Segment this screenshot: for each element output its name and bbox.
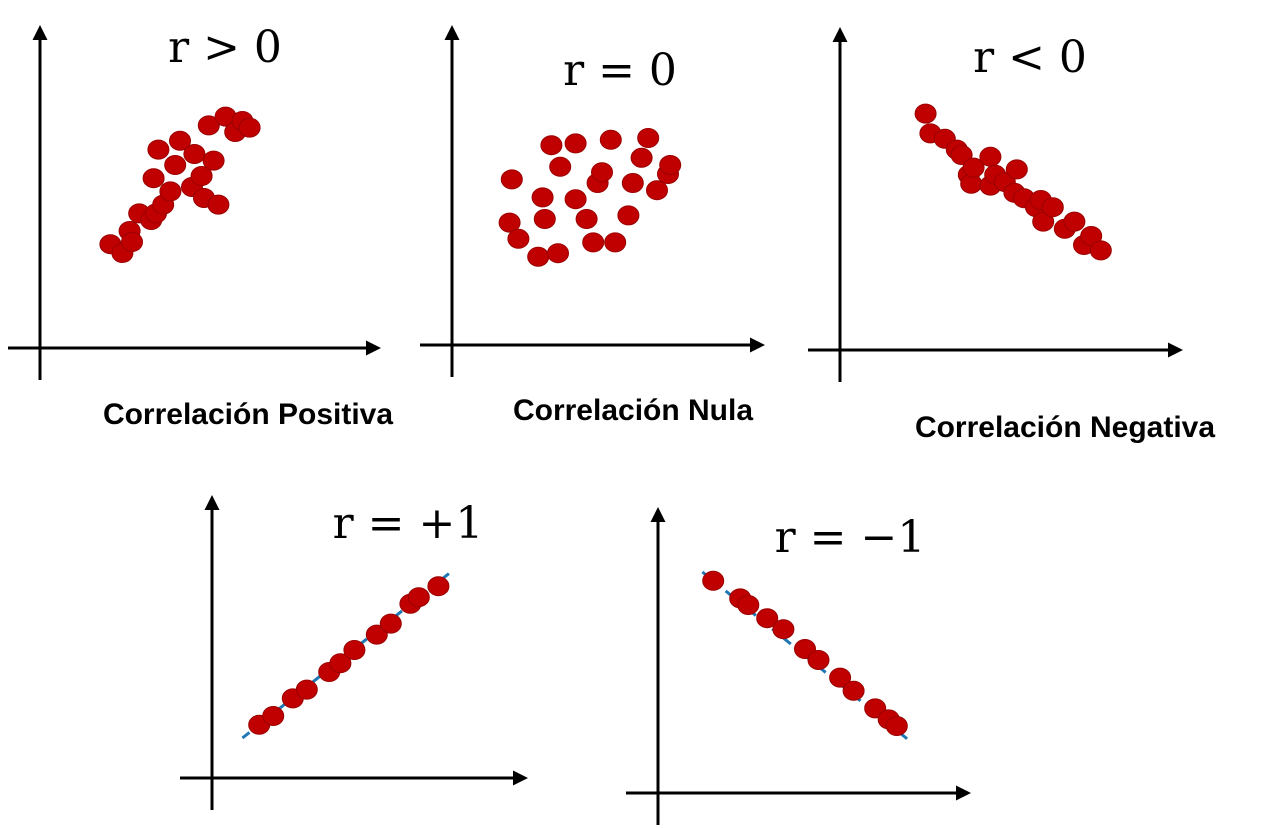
data-point — [159, 181, 182, 202]
data-point — [527, 246, 550, 267]
data-point — [702, 570, 725, 591]
data-point — [807, 650, 830, 670]
data-point — [531, 187, 554, 208]
data-point — [914, 103, 937, 124]
scatter-plot-3 — [180, 495, 528, 810]
data-point — [498, 212, 521, 233]
data-point — [737, 595, 760, 615]
panel-perfect-negative: r = −1 — [775, 512, 926, 563]
data-point — [646, 180, 668, 201]
scatter-plot-4 — [626, 507, 971, 825]
data-point — [169, 130, 191, 151]
data-point — [343, 640, 366, 660]
data-point — [407, 587, 430, 608]
caption-positive: Correlación Positiva — [103, 398, 393, 431]
data-point — [564, 189, 587, 210]
data-point — [365, 624, 388, 645]
data-point — [142, 168, 165, 189]
scatter-plot-1 — [420, 25, 765, 377]
data-point — [772, 619, 795, 640]
title-positive: r > 0 — [168, 22, 282, 73]
data-point — [238, 117, 261, 138]
data-point — [962, 157, 985, 178]
data-point — [621, 173, 644, 193]
data-point — [659, 155, 682, 175]
title-negative: r < 0 — [973, 32, 1087, 83]
data-point — [121, 232, 143, 252]
data-point — [540, 135, 563, 156]
data-point — [599, 129, 622, 150]
data-point — [262, 706, 285, 726]
data-point — [164, 155, 187, 175]
data-point — [147, 139, 170, 160]
data-point — [533, 209, 556, 229]
data-point — [202, 150, 225, 171]
data-point — [427, 576, 450, 597]
data-point — [1089, 240, 1112, 261]
data-point — [190, 166, 213, 186]
data-point — [829, 667, 852, 688]
scatter-plot-2 — [808, 27, 1183, 382]
scatter-plot-0 — [8, 25, 381, 380]
plot-layer — [8, 25, 1183, 825]
data-point — [197, 115, 220, 136]
data-point — [617, 205, 640, 226]
panel-positive: r > 0 Correlación Positiva — [103, 22, 393, 431]
title-perfect-positive: r = +1 — [333, 498, 484, 549]
data-point — [207, 194, 230, 215]
data-point — [979, 146, 1002, 167]
panel-negative: r < 0 Correlación Negativa — [915, 32, 1215, 444]
data-point — [582, 232, 605, 253]
data-point — [575, 209, 598, 229]
data-point — [842, 680, 865, 701]
data-point — [329, 653, 352, 674]
title-null: r = 0 — [563, 45, 677, 96]
data-point — [507, 228, 530, 249]
data-point — [591, 162, 613, 183]
data-point — [756, 608, 779, 629]
data-point — [564, 133, 587, 154]
data-point — [295, 679, 318, 700]
data-point — [183, 144, 206, 164]
title-perfect-negative: r = −1 — [775, 512, 926, 563]
data-point — [547, 243, 569, 264]
data-point — [630, 147, 653, 168]
data-point — [637, 128, 660, 148]
data-point — [1005, 159, 1028, 180]
data-point — [885, 716, 908, 736]
caption-negative: Correlación Negativa — [915, 411, 1215, 444]
panel-perfect-positive: r = +1 — [333, 498, 484, 549]
data-point — [500, 169, 523, 190]
data-point — [1041, 197, 1064, 218]
data-point — [549, 156, 572, 177]
caption-null: Correlación Nula — [513, 394, 753, 427]
data-point — [604, 232, 627, 253]
data-point — [379, 613, 402, 634]
panel-null: r = 0 Correlación Nula — [513, 45, 753, 427]
data-point — [1063, 211, 1086, 232]
